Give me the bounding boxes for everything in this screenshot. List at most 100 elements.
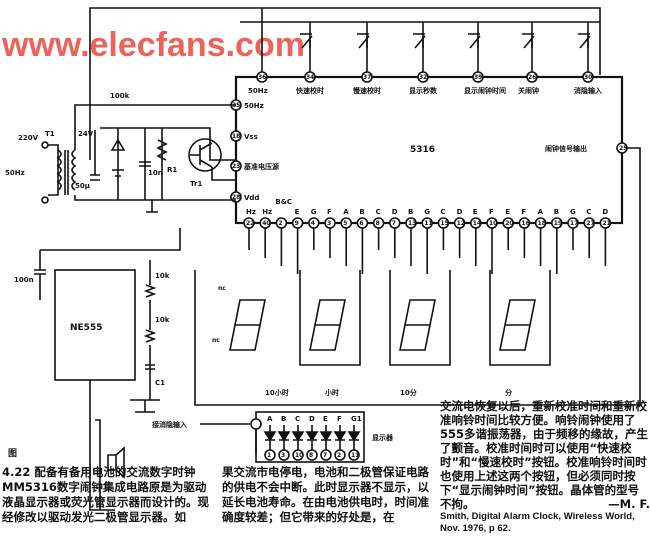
pin-number: 28 — [232, 194, 240, 201]
pin-circle — [230, 160, 242, 172]
capacitor-icon — [34, 250, 46, 300]
pin-number: 27 — [586, 220, 594, 227]
alarm-output-wire — [194, 147, 641, 406]
pin-label: 消隐输入 — [574, 86, 602, 95]
diode-battery-icon — [110, 128, 126, 200]
resistor-icon — [143, 284, 157, 343]
pin-label: 慢速校时 — [353, 86, 381, 95]
capacitor-icon — [90, 130, 100, 181]
transformer-label: T1 — [45, 130, 55, 138]
pin-label: B — [554, 208, 559, 216]
pin-number: 3 — [281, 452, 285, 459]
article-col-1: 4.22 配备有备用电池的交流数字时钟 MM5316数字闹钟集成电路原是为驱动液… — [2, 465, 217, 525]
pin-number: 22 — [246, 220, 254, 227]
pin-number: 17 — [570, 220, 578, 227]
pin-circle — [583, 217, 596, 229]
speaker-icon — [107, 446, 125, 479]
pin-number: 9 — [295, 220, 299, 227]
pin-circle — [417, 71, 429, 83]
nc-label: nc — [218, 285, 226, 292]
pin-number: 18 — [232, 133, 240, 140]
push-switch-icon[interactable] — [357, 33, 370, 49]
seven-segment-icon — [499, 299, 536, 351]
pin-number: 2 — [278, 220, 282, 227]
pin-label: B — [408, 208, 413, 216]
pin-label: E — [295, 208, 300, 216]
pin-label: F — [521, 208, 526, 216]
switch-bus-wire — [89, 7, 601, 160]
figure-mark: 图 — [8, 448, 17, 459]
r1-label: 10k — [155, 272, 170, 280]
pin-label: 50Hz — [244, 102, 264, 110]
push-switch-icon[interactable] — [300, 33, 313, 49]
led-diode-icon — [333, 425, 347, 451]
pin-number: 39 — [474, 74, 482, 81]
push-switch-icon[interactable] — [578, 33, 591, 49]
pin-label: G — [311, 208, 317, 216]
pin-label: C — [586, 208, 591, 216]
pin-label: 显示闹钟时间 — [464, 86, 506, 95]
push-switch-icon[interactable] — [413, 33, 426, 49]
pin-label: Hz — [262, 208, 272, 216]
pin-circle — [388, 217, 401, 229]
pin-circle — [306, 449, 318, 461]
pin-circle — [469, 217, 482, 229]
pin-label: F — [489, 208, 494, 216]
pin-circle — [348, 449, 360, 461]
pin-circle — [264, 449, 276, 461]
pin-label: C — [376, 208, 381, 216]
cap-10n-label: 10n — [148, 169, 163, 177]
pin-number: 7 — [323, 452, 327, 459]
watermark: www.elecfans.com — [1, 26, 305, 64]
pin-number: 11 — [351, 452, 359, 459]
article-author: —M. F. — [608, 497, 650, 511]
digit-label: 10分 — [400, 388, 417, 397]
pin-number: 36 — [258, 74, 266, 81]
resistor-100k-label: 100k — [110, 92, 130, 100]
pin-number: 23 — [232, 163, 240, 170]
led-diode-icon — [305, 425, 319, 451]
seven-segment-digit: 10分 — [389, 270, 451, 397]
article-body-3: 交流电恢复以后，重新校准时间和重新校准响铃时间比较方便。响铃闹钟使用了555多谐… — [440, 399, 649, 511]
led-diode-icon — [277, 425, 291, 451]
pin-circle — [334, 449, 346, 461]
digit-label: 分 — [505, 388, 512, 397]
pin-number: 8 — [309, 452, 313, 459]
segment-label: G1 — [351, 415, 362, 423]
filter-cap-label: 50µ — [75, 182, 90, 190]
article-body-1: MM5316数字闹钟集成电路原是为驱动液晶显示器或荧光管显示器而设计的。现经修改… — [2, 480, 209, 524]
pin-number: 18 — [538, 220, 546, 227]
display-label: 显示器 — [372, 433, 394, 442]
segment-label: D — [309, 415, 315, 423]
pin-circle — [526, 71, 538, 83]
push-switch-icon[interactable] — [522, 33, 535, 49]
pin-label: A — [538, 208, 544, 216]
digit-label: 小时 — [324, 388, 339, 397]
article-title: 配备有备用电池的交流数字时钟 — [34, 465, 196, 479]
pin-circle — [243, 217, 255, 229]
pin-circle — [320, 449, 332, 461]
push-switch-icon[interactable] — [468, 33, 481, 49]
pot-label: R1 — [167, 166, 177, 174]
pin-number: 26 — [528, 74, 536, 81]
pin-number: 32 — [419, 74, 427, 81]
digit-label: 10小时 — [265, 388, 289, 397]
transformer-icon — [48, 144, 77, 196]
pin-number: 40 — [262, 220, 270, 227]
pin-number: 16 — [521, 220, 529, 227]
pin-number: 7 — [392, 220, 396, 227]
ground-icon — [146, 200, 158, 213]
pin-circle — [278, 449, 290, 461]
pin-label: 50Hz — [248, 87, 268, 95]
seven-segment-digit: 分 — [489, 270, 551, 397]
pin-number: 4 — [311, 220, 315, 227]
pin-label: Hz — [246, 208, 256, 216]
pin-circle — [582, 71, 594, 83]
pin-label: Vss — [244, 133, 258, 141]
transistor-label: Tr1 — [190, 180, 202, 188]
pin-circle — [486, 217, 498, 229]
ac-terminal-icon — [41, 141, 49, 149]
pin-circle — [453, 217, 466, 229]
